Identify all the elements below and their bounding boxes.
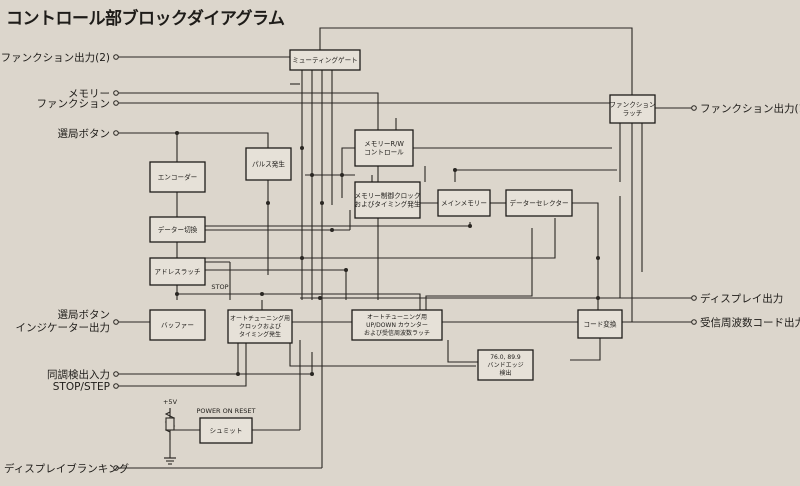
block-text: 76.0, 89.9 <box>490 354 521 361</box>
block-text: シュミット <box>210 427 243 435</box>
block-text: コントロール <box>364 149 404 157</box>
station-button-2-label: 選局ボタン <box>58 308 111 321</box>
block-text: エンコーダー <box>158 172 198 181</box>
block-text: データー切換 <box>158 225 198 234</box>
block-text: メモリー制御クロック <box>355 191 421 200</box>
diagram-title: コントロール部ブロックダイアグラム <box>6 9 285 29</box>
tuning-io-label: 同調検出入力 <box>47 368 110 381</box>
block-text: パルス発生 <box>252 159 285 168</box>
main-memory-block: メインメモリー <box>437 189 491 217</box>
plus5v-label: +5V <box>163 398 178 406</box>
function-output-2-label: ファンクション出力(2) <box>1 51 110 64</box>
block-text: クロックおよび <box>239 323 281 331</box>
block-text: オートチューニング用 <box>230 315 290 323</box>
station-button-label: 選局ボタン <box>58 127 111 140</box>
block-text: アドレスラッチ <box>154 268 201 276</box>
stop-label: STOP <box>211 283 228 291</box>
wires <box>113 27 697 471</box>
pulse-generator-block: パルス発生 <box>245 147 292 181</box>
display-blanking-label: ディスプレイブランキング <box>4 462 129 475</box>
block-text: メモリーR/W <box>364 140 404 148</box>
block-text: オートチューニング用 <box>367 313 427 321</box>
encoder-block: エンコーダー <box>149 161 206 193</box>
block-text: およびタイミング発生 <box>355 200 421 209</box>
block-text: UP/DOWN カウンター <box>366 321 428 329</box>
block-text: ミューティングゲート <box>292 55 358 64</box>
block-text: タイミング発生 <box>239 331 281 339</box>
block-text: 検出 <box>499 369 511 377</box>
block-text: および受信周波数ラッチ <box>364 329 430 337</box>
memory-label: メモリー <box>68 88 110 100</box>
block-text: バッファー <box>161 321 194 329</box>
frequency-code-output-label: 受信周波数コード出力 <box>700 316 800 329</box>
block-text: コード変換 <box>584 319 617 328</box>
buffer-block: バッファー <box>149 309 206 341</box>
data-switch-block: データー切換 <box>149 216 206 243</box>
indicator-output-label: インジケーター出力 <box>16 321 111 334</box>
power-on-reset-label: POWER ON RESET <box>196 407 255 415</box>
function-label: ファンクション <box>37 98 111 110</box>
block-text: ラッチ <box>623 110 643 118</box>
block-text: データーセレクター <box>509 198 568 207</box>
data-selector-block: データーセレクター <box>505 189 573 217</box>
block-text: メインメモリー <box>441 199 487 207</box>
block-text: ファンクション <box>609 101 656 109</box>
block-text: バンドエッジ <box>487 362 523 369</box>
display-output-label: ディスプレイ出力 <box>700 292 783 305</box>
muting-gate-block: ミューティングゲート <box>289 49 361 71</box>
stop-step-label: STOP/STEP <box>53 381 110 393</box>
address-latch-block: アドレスラッチ <box>149 257 206 286</box>
schmitt-block: シュミット <box>199 417 253 444</box>
labels: ファンクション出力(2)メモリーファンクション選局ボタンSTOP選局ボタンインジ… <box>1 51 800 475</box>
code-converter-block: コード変換 <box>577 309 623 339</box>
function-output-1-label: ファンクション出力(1) <box>700 102 800 115</box>
